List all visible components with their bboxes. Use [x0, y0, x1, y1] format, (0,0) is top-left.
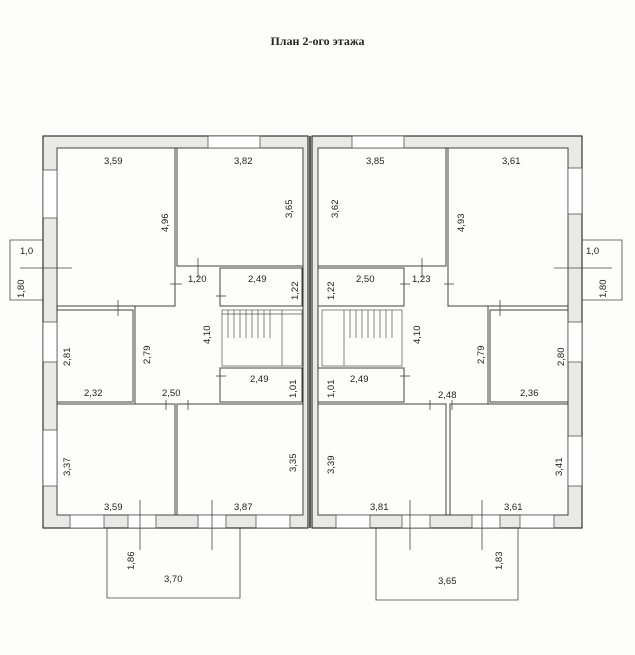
dim-left-bot-room-w: 3,59 — [104, 502, 123, 513]
dim-right-bot1-room-w: 3,81 — [370, 502, 389, 513]
dim-right-corridor-h: 2,79 — [476, 346, 487, 365]
inner-floor-right — [317, 147, 569, 516]
dim-left-bot2-room-h: 3,35 — [288, 454, 299, 473]
dim-right-balcony-h: 1,80 — [598, 280, 609, 299]
dim-right-bot1-room-h: 3,39 — [326, 456, 337, 475]
dim-right-porch-h: 1,83 — [494, 552, 505, 571]
dim-right-balcony-w: 1,0 — [586, 246, 599, 257]
tick-marks — [117, 258, 501, 410]
dim-right-top1-room-h: 3,62 — [330, 200, 341, 219]
dimension-labels: 3,59 4,96 3,82 3,65 3,85 3,62 3,61 4,93 … — [16, 156, 609, 587]
dim-left-corridor-h: 2,79 — [142, 346, 153, 365]
left-balcony — [9, 239, 72, 301]
dim-left-corridor-w: 2,50 — [162, 388, 181, 399]
dim-right-corridor-len: 4,10 — [412, 326, 423, 345]
dim-left-mid-room-w: 2,32 — [84, 388, 103, 399]
dim-right-mid-room-w: 2,36 — [520, 388, 539, 399]
dim-left-top2-room-h: 3,65 — [284, 200, 295, 219]
dim-right-top2-room-h: 4,93 — [456, 214, 467, 233]
dim-left-balcony-w: 1,0 — [20, 246, 33, 257]
dim-right-bot2-room-w: 3,61 — [504, 502, 523, 513]
dim-left-balcony-h: 1,80 — [16, 280, 27, 299]
dim-left-top-room-h: 4,96 — [160, 214, 171, 233]
dim-right-top1-room-w: 3,85 — [366, 156, 385, 167]
plan-title: План 2-ого этажа — [270, 34, 365, 48]
dim-left-corridor-len: 4,10 — [202, 326, 213, 345]
dim-right-porch-w: 3,65 — [438, 576, 457, 587]
left-porch — [106, 500, 241, 599]
dim-right-mid-room-h: 2,80 — [556, 348, 567, 367]
dim-left-top-room-w: 3,59 — [104, 156, 123, 167]
dim-left-top2-room-w: 3,82 — [234, 156, 253, 167]
right-unit-walls — [317, 147, 569, 516]
dim-right-bath-bot-w: 2,49 — [350, 374, 369, 385]
right-balcony — [554, 239, 623, 301]
dim-left-hall-a: 1,20 — [188, 274, 207, 285]
dim-right-bot2-room-h: 3,41 — [554, 458, 565, 477]
dim-right-hall-a: 1,23 — [412, 274, 431, 285]
dim-right-bath-top-h: 1,22 — [326, 282, 337, 301]
right-stair — [321, 309, 403, 367]
dim-right-corridor-w: 2,48 — [438, 390, 457, 401]
dim-left-bath-top-h: 1,22 — [290, 282, 301, 301]
dim-left-porch-h: 1,86 — [126, 552, 137, 571]
dim-right-top2-room-w: 3,61 — [502, 156, 521, 167]
left-stair — [221, 309, 303, 367]
dim-left-bot-room-h: 3,37 — [62, 458, 73, 477]
dim-right-bath-top-w: 2,50 — [356, 274, 375, 285]
right-porch — [375, 500, 519, 601]
dim-left-bath-bot-w: 2,49 — [250, 374, 269, 385]
dim-left-bath-top-w: 2,49 — [248, 274, 267, 285]
dim-left-mid-room-h: 2,81 — [62, 348, 73, 367]
dim-left-bath-bot-h: 1,01 — [288, 380, 299, 399]
dim-right-bath-bot-h: 1,01 — [326, 380, 337, 399]
inner-floor-left — [56, 147, 304, 516]
dim-left-bot2-room-w: 3,87 — [234, 502, 253, 513]
dim-left-porch-w: 3,70 — [164, 574, 183, 585]
